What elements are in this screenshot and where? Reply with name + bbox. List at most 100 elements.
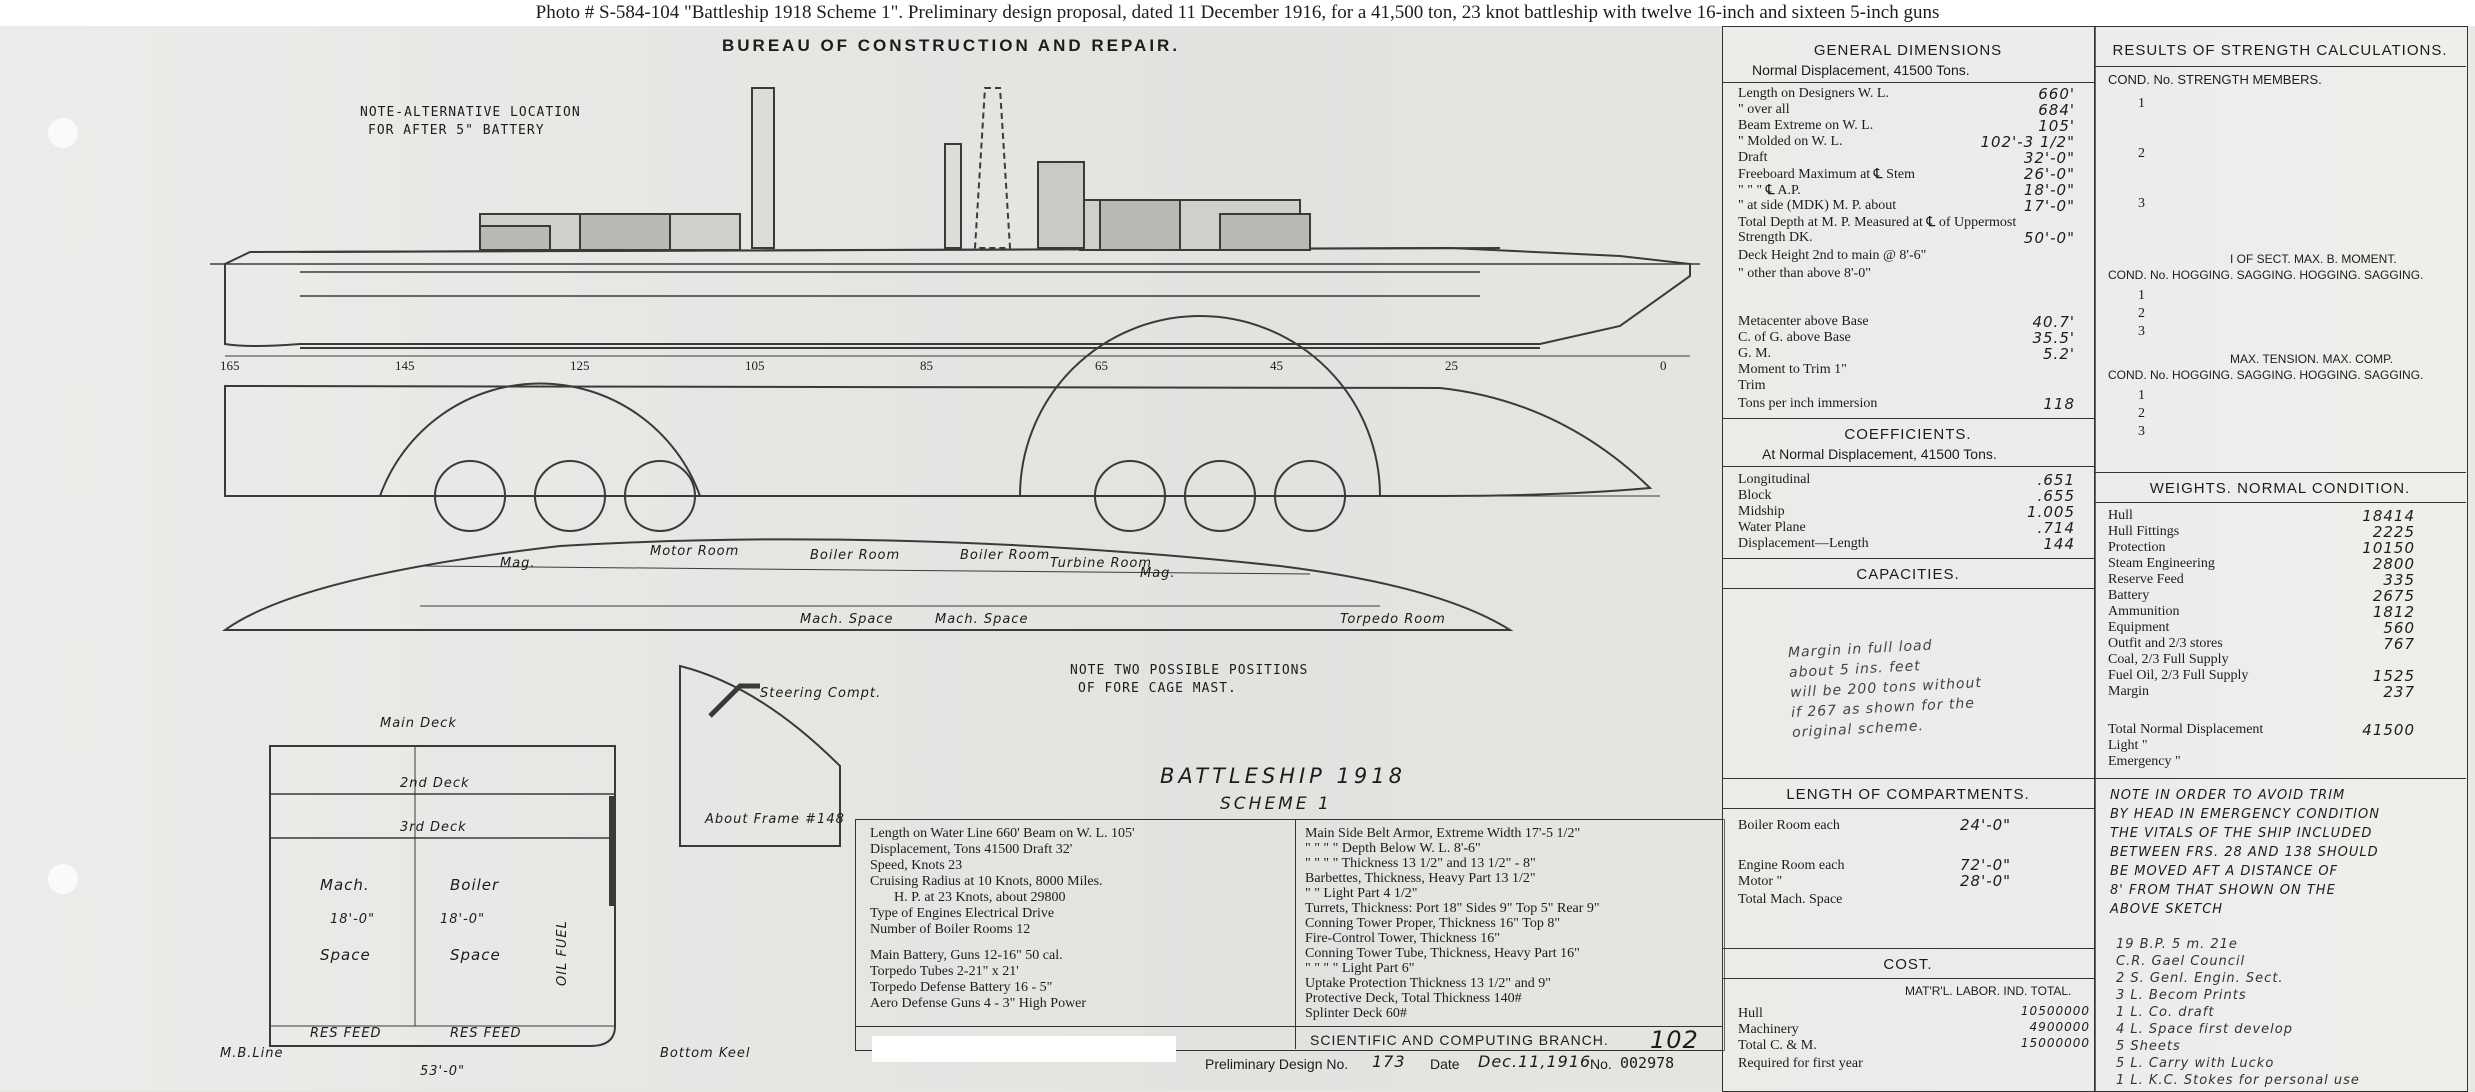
note-line: BETWEEN FRS. 28 AND 138 SHOULD <box>2110 845 2379 860</box>
spec-line: H. P. at 23 Knots, about 29800 <box>894 890 1066 905</box>
note-line: NOTE-ALTERNATIVE LOCATION <box>360 105 581 120</box>
spec-line: Aero Defense Guns 4 - 3" High Power <box>870 996 1087 1011</box>
weights-title: WEIGHTS. NORMAL CONDITION. <box>2149 480 2411 497</box>
compartment-label: Mach. Space <box>800 612 894 627</box>
cage-mast <box>1037 161 1085 249</box>
capacities-note: Margin in full load about 5 ins. feet wi… <box>1788 633 1985 743</box>
gun-arc-fwd <box>1019 315 1381 497</box>
comp-label: Motor " <box>1738 874 1783 889</box>
spec-line: Conning Tower Tube, Thickness, Heavy Par… <box>1305 946 1580 961</box>
belt-armor-band <box>300 271 1480 297</box>
gd-label: Beam Extreme on W. L. <box>1738 118 1874 133</box>
punch-hole-bottom <box>48 864 78 894</box>
cost-header: MAT'R'L. LABOR. IND. TOTAL. <box>1905 984 2072 998</box>
inboard-profile-outline <box>221 538 1514 631</box>
gd-value: 5.2' <box>2043 345 2075 363</box>
specs-divider <box>1295 819 1296 1049</box>
capacities-title: CAPACITIES. <box>1856 566 1960 583</box>
gd-label: " other than above 8'-0" <box>1738 266 1871 281</box>
midship-section <box>269 745 616 1047</box>
ship-drawing <box>210 87 1700 1047</box>
gd-label: Freeboard Maximum at ℄ Stem <box>1738 167 1915 182</box>
note-line: ABOVE SKETCH <box>2110 902 2224 917</box>
spec-line: Fire-Control Tower, Thickness 16" <box>1305 931 1500 946</box>
hog-sag-header: COND. No. HOGGING. SAGGING. HOGGING. SAG… <box>2108 268 2424 282</box>
prelim-label: Preliminary Design No. <box>1205 1056 1349 1072</box>
spec-line: " " " " Light Part 6" <box>1305 961 1415 976</box>
steering-label: Steering Compt. <box>760 686 882 701</box>
cond-number: 3 <box>2138 324 2145 339</box>
specs-table <box>855 819 1725 1051</box>
frame-number: 125 <box>570 358 590 373</box>
coef-value: .651 <box>2037 471 2075 489</box>
hog-sag-header: COND. No. HOGGING. SAGGING. HOGGING. SAG… <box>2108 368 2424 382</box>
barbette-4 <box>1094 460 1166 532</box>
spec-line: Barbettes, Thickness, Heavy Part 13 1/2" <box>1305 871 1536 886</box>
punch-hole-top <box>48 118 78 148</box>
frame-number: 65 <box>1095 358 1108 373</box>
res-feed-2-label: RES FEED <box>450 1026 522 1041</box>
cond-number: 2 <box>2138 146 2145 161</box>
hand-line: 5 Sheets <box>2116 1039 2181 1054</box>
gd-label: Total Depth at M. P. Measured at ℄ of Up… <box>1738 215 2017 230</box>
gd-value: 35.5' <box>2032 329 2075 347</box>
sheet-mark: 102 <box>1650 1026 1699 1054</box>
gd-label: " over all <box>1738 102 1790 117</box>
cost-label: Total C. & M. <box>1738 1038 1817 1053</box>
gd-label: Deck Height 2nd to main @ 8'-6" <box>1738 248 1927 263</box>
frame-number: 145 <box>395 358 415 373</box>
spec-line: Conning Tower Proper, Thickness 16" Top … <box>1305 916 1561 931</box>
bottom-keel-label: Bottom Keel <box>660 1046 751 1061</box>
gd-value: 102'-3 1/2" <box>1980 133 2075 151</box>
barbette-6 <box>1274 460 1346 532</box>
specs-left: Length on Water Line 660' Beam on W. L. … <box>870 826 1135 1012</box>
compartment-label: Mag. <box>500 556 536 571</box>
hand-line: 3 L. Becom Prints <box>2116 988 2247 1003</box>
comp-value: 24'-0" <box>1960 816 2012 834</box>
gun-arc-aft <box>379 382 701 497</box>
turret-fwd-1 <box>1099 199 1181 251</box>
spec-line: Cruising Radius at 10 Knots, 8000 Miles. <box>870 874 1103 889</box>
gd-label: Trim <box>1738 378 1766 393</box>
weight-value: 2800 <box>2372 555 2415 573</box>
gd-value: 32'-0" <box>2023 149 2075 167</box>
drawing-title: BATTLESHIP 1918 <box>1160 764 1406 788</box>
turret-aft-2 <box>579 213 671 251</box>
turret-aft-1 <box>479 225 551 251</box>
gd-value: 40.7' <box>2032 313 2075 331</box>
space-2-label: Space <box>450 946 501 964</box>
spec-line: Displacement, Tons 41500 Draft 32' <box>870 842 1073 857</box>
coefficients-title: COEFFICIENTS. <box>1844 426 1972 443</box>
gd-value: 660' <box>2038 85 2075 103</box>
deck-2nd-label: 2nd Deck <box>400 776 470 791</box>
funnel-aft <box>751 87 775 249</box>
weight-value: 237 <box>2383 683 2415 701</box>
results-panel <box>2094 26 2468 1092</box>
spec-line: Splinter Deck 60# <box>1305 1006 1407 1021</box>
comp-value: 28'-0" <box>1960 872 2012 890</box>
rule <box>1722 948 2094 949</box>
spec-line: Type of Engines Electrical Drive <box>870 906 1055 921</box>
weight-label: Ammunition <box>2108 604 2180 619</box>
spec-line: Speed, Knots 23 <box>870 858 963 873</box>
rule <box>1722 82 2094 83</box>
weight-value: 41500 <box>2362 721 2415 739</box>
weight-label: Reserve Feed <box>2108 572 2184 587</box>
isect-header: I OF SECT. MAX. B. MOMENT. <box>2230 252 2397 266</box>
distribution-notes: 19 B.P. 5 m. 21e C.R. Gael Council 2 S. … <box>2116 936 2360 1089</box>
spec-line <box>870 938 1135 948</box>
spec-line: Length on Water Line 660' Beam on W. L. … <box>870 826 1135 841</box>
gd-value: 105' <box>2038 117 2075 135</box>
coef-label: Longitudinal <box>1738 472 1811 487</box>
hand-line: 19 B.P. 5 m. 21e <box>2116 937 2238 952</box>
cond-number: 2 <box>2138 306 2145 321</box>
weight-value: 18414 <box>2362 507 2415 525</box>
cond-number: 3 <box>2138 196 2145 211</box>
rule <box>2094 472 2466 473</box>
compartment-label: Boiler Room <box>810 548 901 563</box>
compartment-label: Boiler Room <box>960 548 1051 563</box>
cost-value: 10500000 <box>2020 1004 2090 1018</box>
barbette-5 <box>1184 460 1256 532</box>
photo-caption: Photo # S-584-104 "Battleship 1918 Schem… <box>0 0 2475 26</box>
compartments-title: LENGTH OF COMPARTMENTS. <box>1786 786 2030 803</box>
